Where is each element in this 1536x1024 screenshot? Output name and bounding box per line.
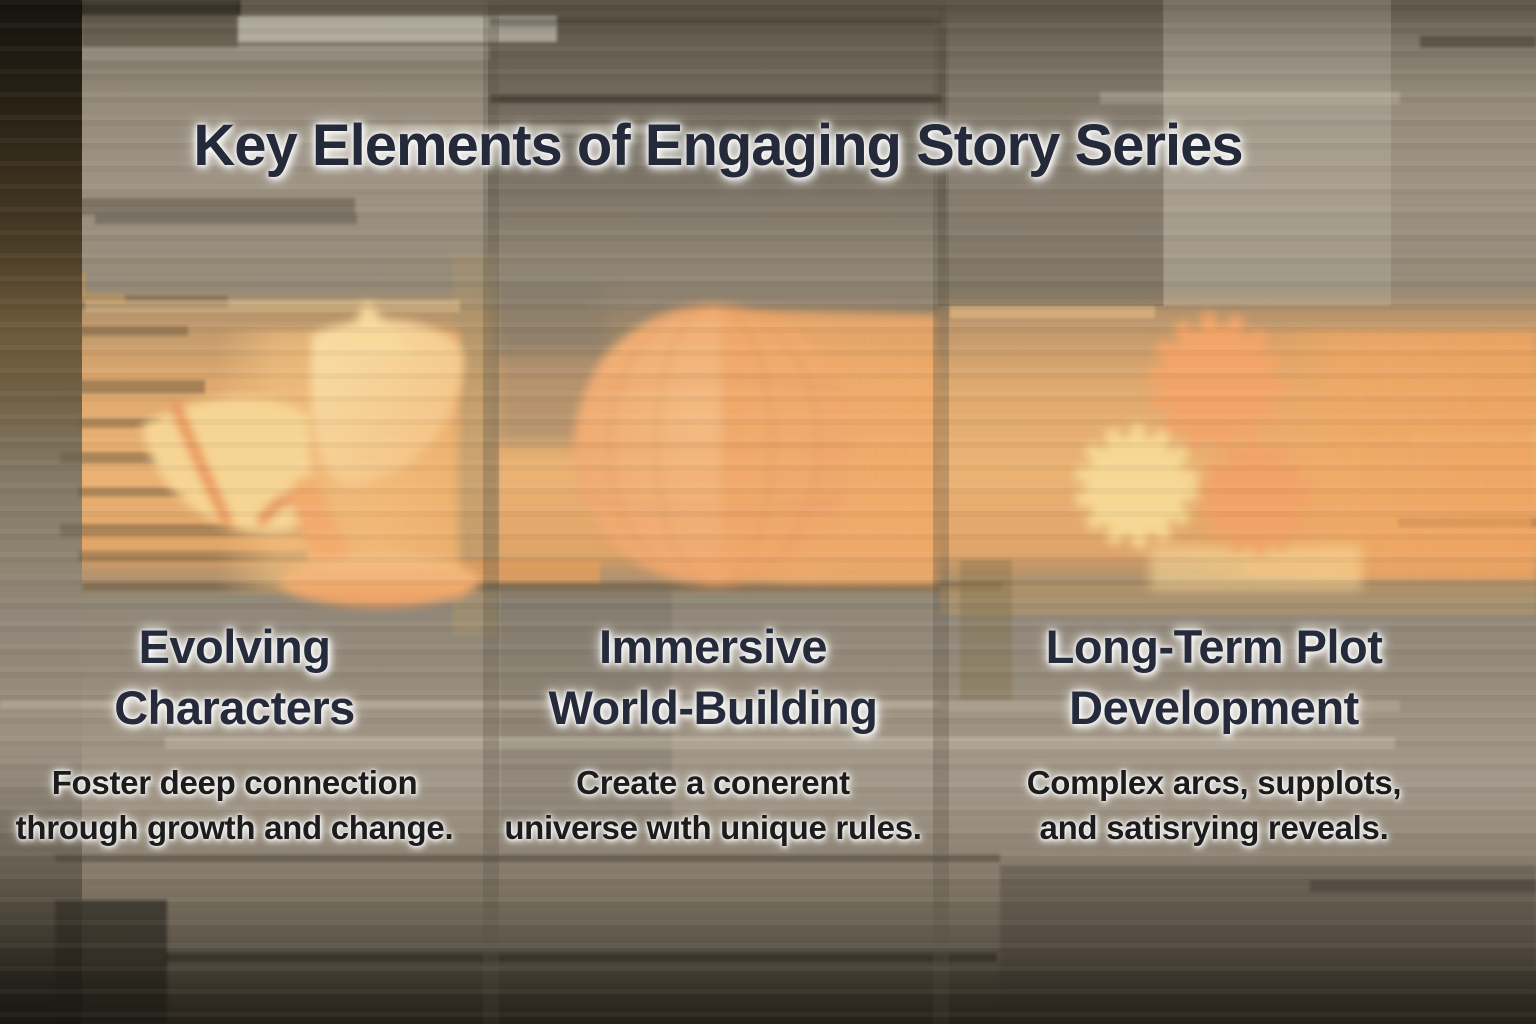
glitch-streak (0, 272, 86, 296)
glitch-streak (80, 46, 490, 60)
heading-line: Characters (114, 681, 355, 734)
glitch-streak (1310, 880, 1536, 892)
glitch-streak (95, 214, 357, 224)
column-subtext: Complex arcs, supplots, and satisrying r… (988, 760, 1440, 850)
column-immersive-world-building: Immersive World-Building Create a conere… (482, 616, 944, 850)
globe-icon (574, 303, 940, 587)
bottom-fade (0, 954, 1536, 1024)
gears-icon (1074, 313, 1313, 555)
glitch-streak (1000, 865, 1536, 1024)
column-subtext: Foster deep connection through growth an… (12, 760, 457, 850)
glitch-streak (165, 953, 997, 962)
subtext-line: through growth and change. (15, 809, 454, 846)
glitch-streak (82, 0, 238, 48)
glitch-streak (1398, 518, 1536, 527)
glitch-streak (0, 0, 240, 15)
subtext-line: universe wıth unique rules. (504, 809, 922, 846)
glitch-streak (1100, 92, 1400, 104)
subtext-line: Complex arcs, supplots, (1026, 764, 1402, 801)
heading-line: World-Building (548, 681, 878, 734)
page-title: Key Elements of Engaging Story Series (193, 113, 1243, 178)
sprout-icon (142, 300, 480, 607)
heading-line: Long-Term Plot (1045, 620, 1383, 673)
glitch-streak (237, 16, 557, 42)
column-subtext: Create a conerent universe wıth unique r… (482, 760, 944, 850)
glitch-streak (1420, 36, 1536, 48)
column-heading: Immersive World-Building (482, 616, 944, 738)
glitch-streak (55, 854, 1000, 862)
glitch-streak (1410, 432, 1536, 448)
column-heading: Long-Term Plot Development (988, 616, 1440, 738)
glitch-streak (0, 198, 355, 214)
glitch-streak (55, 900, 167, 1024)
heading-line: Development (1069, 681, 1359, 734)
column-heading: Evolving Characters (12, 616, 457, 738)
glitch-streak (490, 18, 940, 27)
subtext-line: Foster deep connection (51, 764, 418, 801)
heading-line: Immersive (598, 620, 828, 673)
glitch-streak (490, 94, 942, 103)
glitch-streak (0, 294, 125, 304)
subtext-line: and satisrying reveals. (1039, 809, 1389, 846)
subtext-line: Create a conerent (576, 764, 850, 801)
column-long-term-plot-development: Long-Term Plot Development Complex arcs,… (988, 616, 1440, 850)
column-evolving-characters: Evolving Characters Foster deep connecti… (12, 616, 457, 850)
heading-line: Evolving (138, 620, 331, 673)
